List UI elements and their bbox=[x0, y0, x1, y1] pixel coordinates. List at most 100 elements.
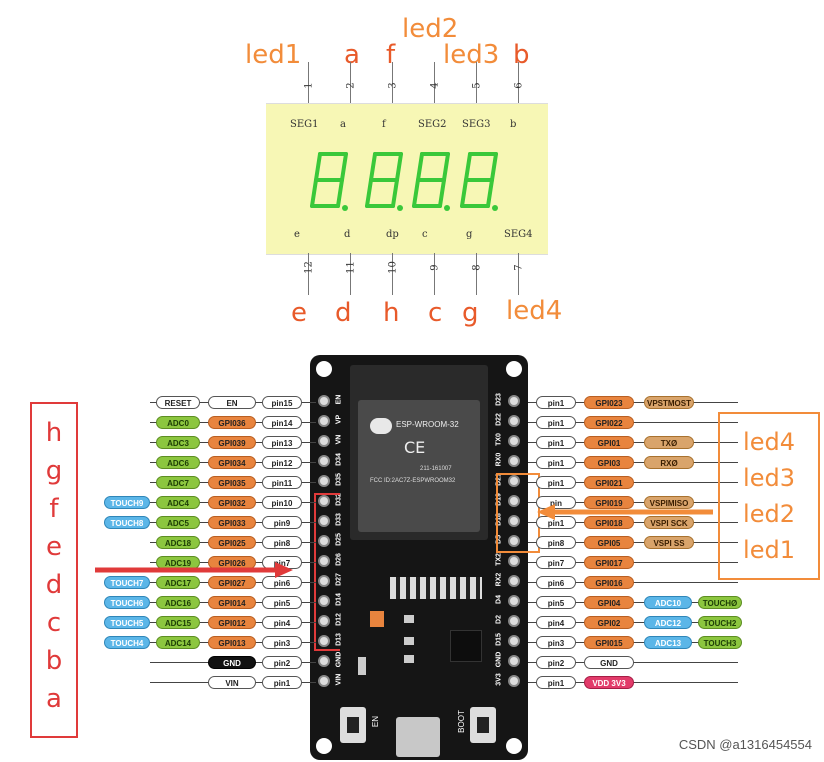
bottom-pin-number: 11 bbox=[345, 261, 357, 274]
module-id: 211-161007 bbox=[420, 466, 452, 472]
header-pin-hole bbox=[318, 675, 330, 687]
segment bbox=[395, 152, 403, 182]
header-pin-hole bbox=[508, 595, 520, 607]
led-name: led1 bbox=[743, 536, 795, 564]
gpio-label: GPI018 bbox=[584, 516, 634, 529]
bottom-segment-label: dp bbox=[386, 229, 399, 240]
pin-label: pin7 bbox=[536, 556, 576, 569]
gpio-label: GPI012 bbox=[208, 616, 256, 629]
en-button[interactable] bbox=[340, 707, 366, 743]
gpio-label: GND bbox=[584, 656, 634, 669]
pin-label: pin3 bbox=[262, 636, 302, 649]
bottom-label-e: e bbox=[291, 298, 307, 328]
touch-label: TOUCH6 bbox=[104, 596, 150, 609]
segment-digits bbox=[310, 152, 498, 211]
pin-label: pin1 bbox=[536, 416, 576, 429]
right-pin-bracket bbox=[496, 473, 540, 553]
touch-label: TOUCH5 bbox=[104, 616, 150, 629]
header-pin-hole bbox=[508, 615, 520, 627]
header-label: D2 bbox=[495, 615, 503, 624]
top-pin-number: 2 bbox=[345, 82, 357, 89]
top-pin-lead bbox=[350, 62, 351, 103]
top-pin-number: 4 bbox=[429, 82, 441, 89]
pin-label: pin3 bbox=[536, 636, 576, 649]
gpio-label: GPI039 bbox=[208, 436, 256, 449]
top-segment-label: b bbox=[510, 119, 517, 130]
gpio-label: GPI025 bbox=[208, 536, 256, 549]
led-name: led4 bbox=[743, 428, 795, 456]
header-label: D4 bbox=[495, 595, 503, 604]
led-name: led3 bbox=[743, 464, 795, 492]
header-pin-hole bbox=[318, 455, 330, 467]
adc-label: ADC12 bbox=[644, 616, 692, 629]
reset-label: RESET bbox=[156, 396, 200, 409]
gpio-label: GPI023 bbox=[584, 396, 634, 409]
segment bbox=[416, 152, 424, 182]
header-pin-hole bbox=[508, 675, 520, 687]
bottom-pin-lead bbox=[308, 253, 309, 295]
pin-label: pin9 bbox=[262, 516, 302, 529]
header-pin-hole bbox=[508, 515, 520, 527]
segment bbox=[365, 178, 373, 208]
bottom-pin-lead bbox=[434, 253, 435, 295]
decimal-point bbox=[492, 205, 498, 211]
gpio-label: GPI04 bbox=[584, 596, 634, 609]
pin-label: pin8 bbox=[262, 536, 302, 549]
segment bbox=[490, 152, 498, 182]
adc-label: ADC15 bbox=[156, 616, 200, 629]
ce-mark-icon: CE bbox=[404, 438, 426, 457]
gpio-label: GPI014 bbox=[208, 596, 256, 609]
header-pin-hole bbox=[508, 635, 520, 647]
adc-label: ADC7 bbox=[156, 476, 200, 489]
header-pin-hole bbox=[508, 555, 520, 567]
top-segment-label: a bbox=[340, 119, 346, 130]
header-label: D35 bbox=[335, 473, 343, 486]
top-segment-label: SEG2 bbox=[418, 119, 447, 130]
pin-label: pin4 bbox=[536, 616, 576, 629]
header-label: D22 bbox=[495, 413, 503, 426]
gpio-label: GPI013 bbox=[208, 636, 256, 649]
segment bbox=[438, 178, 446, 208]
header-label: VN bbox=[335, 434, 343, 445]
header-pin-hole bbox=[318, 655, 330, 667]
pin-label: pin1 bbox=[536, 456, 576, 469]
bottom-segment-label: e bbox=[294, 229, 300, 240]
adc-label: ADC4 bbox=[156, 496, 200, 509]
top-pin-lead bbox=[518, 62, 519, 103]
pin-label: pin4 bbox=[262, 616, 302, 629]
header-pin-hole bbox=[318, 535, 330, 547]
boot-button-cap bbox=[477, 717, 489, 733]
segment-letter: d bbox=[45, 570, 63, 600]
top-pin-lead bbox=[476, 62, 477, 103]
boot-button[interactable] bbox=[470, 707, 496, 743]
header-pin-hole bbox=[318, 495, 330, 507]
top-label-led3: led3 bbox=[443, 40, 500, 70]
header-pin-hole bbox=[318, 475, 330, 487]
header-label: EN bbox=[335, 394, 343, 405]
gpio-label: GPI034 bbox=[208, 456, 256, 469]
header-label: D15 bbox=[495, 633, 503, 646]
segment-letter: g bbox=[45, 456, 63, 486]
header-pin-hole bbox=[508, 655, 520, 667]
top-label-led1: led1 bbox=[245, 40, 302, 70]
top-segment-label: SEG3 bbox=[462, 119, 491, 130]
gpio-label: VIN bbox=[208, 676, 256, 689]
top-label-b: b bbox=[513, 40, 530, 70]
top-pin-lead bbox=[308, 62, 309, 103]
bottom-pin-lead bbox=[350, 253, 351, 295]
pin-label: pin bbox=[536, 496, 576, 509]
top-pin-lead bbox=[392, 62, 393, 103]
smd-orange bbox=[370, 611, 384, 627]
header-pin-hole bbox=[318, 435, 330, 447]
smd-part bbox=[404, 615, 414, 623]
top-label-f: f bbox=[386, 40, 396, 70]
header-pin-hole bbox=[318, 395, 330, 407]
module-name: ESP-WROOM-32 bbox=[396, 420, 459, 429]
mount-hole bbox=[316, 738, 332, 754]
function-label: VSPI SS bbox=[644, 536, 694, 549]
segment-letter: e bbox=[46, 532, 62, 562]
bottom-label-h: h bbox=[383, 298, 400, 328]
segment bbox=[340, 152, 348, 182]
micro-usb-port[interactable] bbox=[396, 717, 440, 757]
